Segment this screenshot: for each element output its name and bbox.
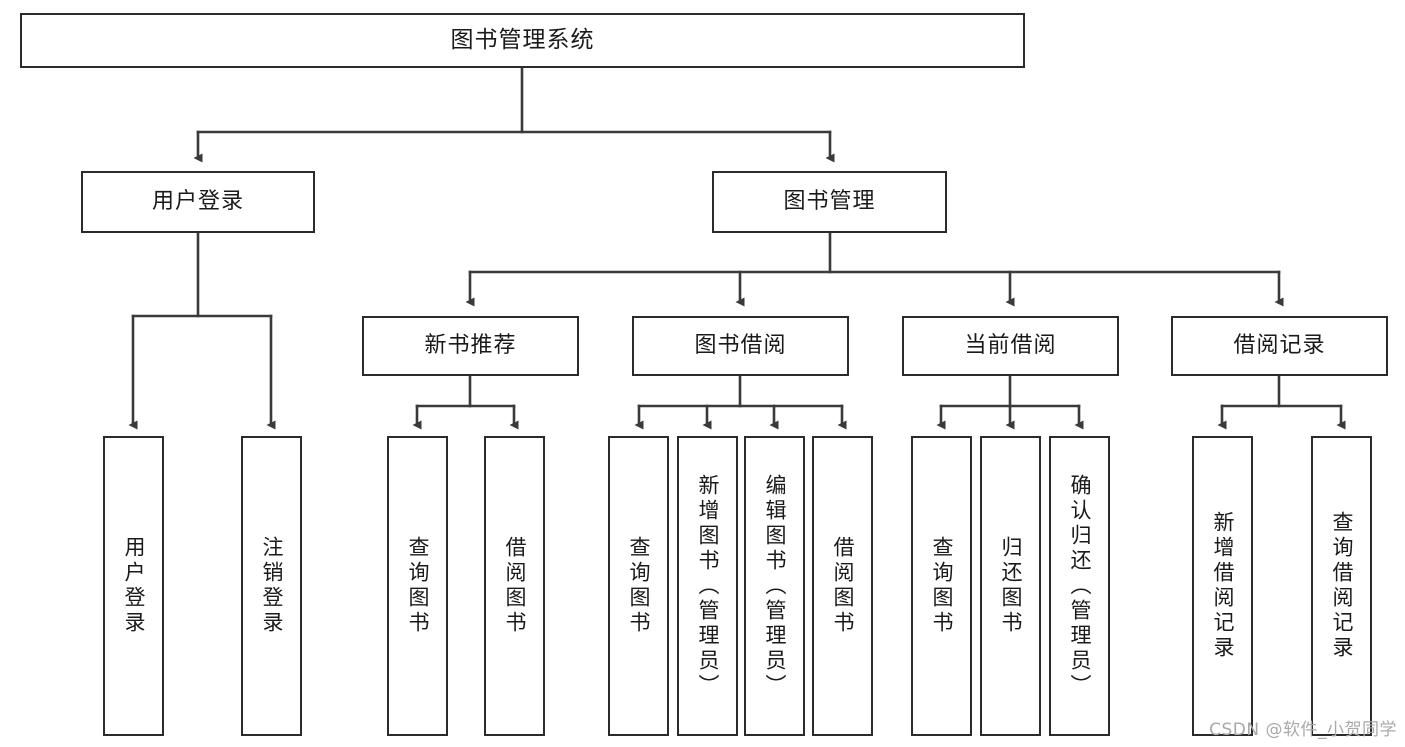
node-label: 新书推荐	[424, 332, 517, 358]
node-library-management-system[interactable]: 图书管理系统	[20, 13, 1025, 68]
leaf-add-book-admin[interactable]: 新增图书（管理员）	[677, 436, 738, 736]
node-label: 查询图书	[406, 536, 430, 636]
leaf-return-book[interactable]: 归还图书	[980, 436, 1041, 736]
leaf-edit-book-admin[interactable]: 编辑图书（管理员）	[744, 436, 805, 736]
node-label: 新增借阅记录	[1211, 511, 1235, 661]
node-label: 借阅图书	[503, 536, 527, 636]
node-label: 归还图书	[999, 536, 1023, 636]
node-label: 借阅记录	[1233, 332, 1326, 358]
node-label: 查询图书	[627, 536, 651, 636]
node-label: 注销登录	[260, 536, 284, 636]
node-label: 用户登录	[151, 188, 244, 214]
leaf-query-borrow-record[interactable]: 查询借阅记录	[1311, 436, 1372, 736]
leaf-query-book-recommend[interactable]: 查询图书	[387, 436, 448, 736]
leaf-query-book-current[interactable]: 查询图书	[911, 436, 972, 736]
node-label: 用户登录	[122, 536, 146, 636]
leaf-confirm-return-admin[interactable]: 确认归还（管理员）	[1049, 436, 1110, 736]
node-borrowing-records[interactable]: 借阅记录	[1171, 316, 1388, 376]
node-current-borrowing[interactable]: 当前借阅	[902, 316, 1119, 376]
node-label: 新增图书（管理员）	[696, 473, 720, 699]
node-book-borrowing[interactable]: 图书借阅	[632, 316, 849, 376]
node-label: 编辑图书（管理员）	[763, 473, 787, 699]
node-label: 查询借阅记录	[1330, 511, 1354, 661]
node-label: 查询图书	[930, 536, 954, 636]
leaf-borrow-book[interactable]: 借阅图书	[812, 436, 873, 736]
leaf-borrow-book-recommend[interactable]: 借阅图书	[484, 436, 545, 736]
leaf-logout[interactable]: 注销登录	[241, 436, 302, 736]
node-label: 图书借阅	[694, 332, 787, 358]
node-label: 确认归还（管理员）	[1068, 473, 1092, 699]
node-new-book-recommendation[interactable]: 新书推荐	[362, 316, 579, 376]
leaf-add-borrow-record[interactable]: 新增借阅记录	[1192, 436, 1253, 736]
node-book-management[interactable]: 图书管理	[712, 171, 947, 233]
node-label: 借阅图书	[831, 536, 855, 636]
leaf-user-login[interactable]: 用户登录	[103, 436, 164, 736]
node-label: 图书管理	[783, 188, 876, 214]
leaf-query-book-borrow[interactable]: 查询图书	[608, 436, 669, 736]
node-label: 图书管理系统	[450, 26, 595, 53]
node-user-login[interactable]: 用户登录	[81, 171, 315, 233]
node-label: 当前借阅	[964, 332, 1057, 358]
